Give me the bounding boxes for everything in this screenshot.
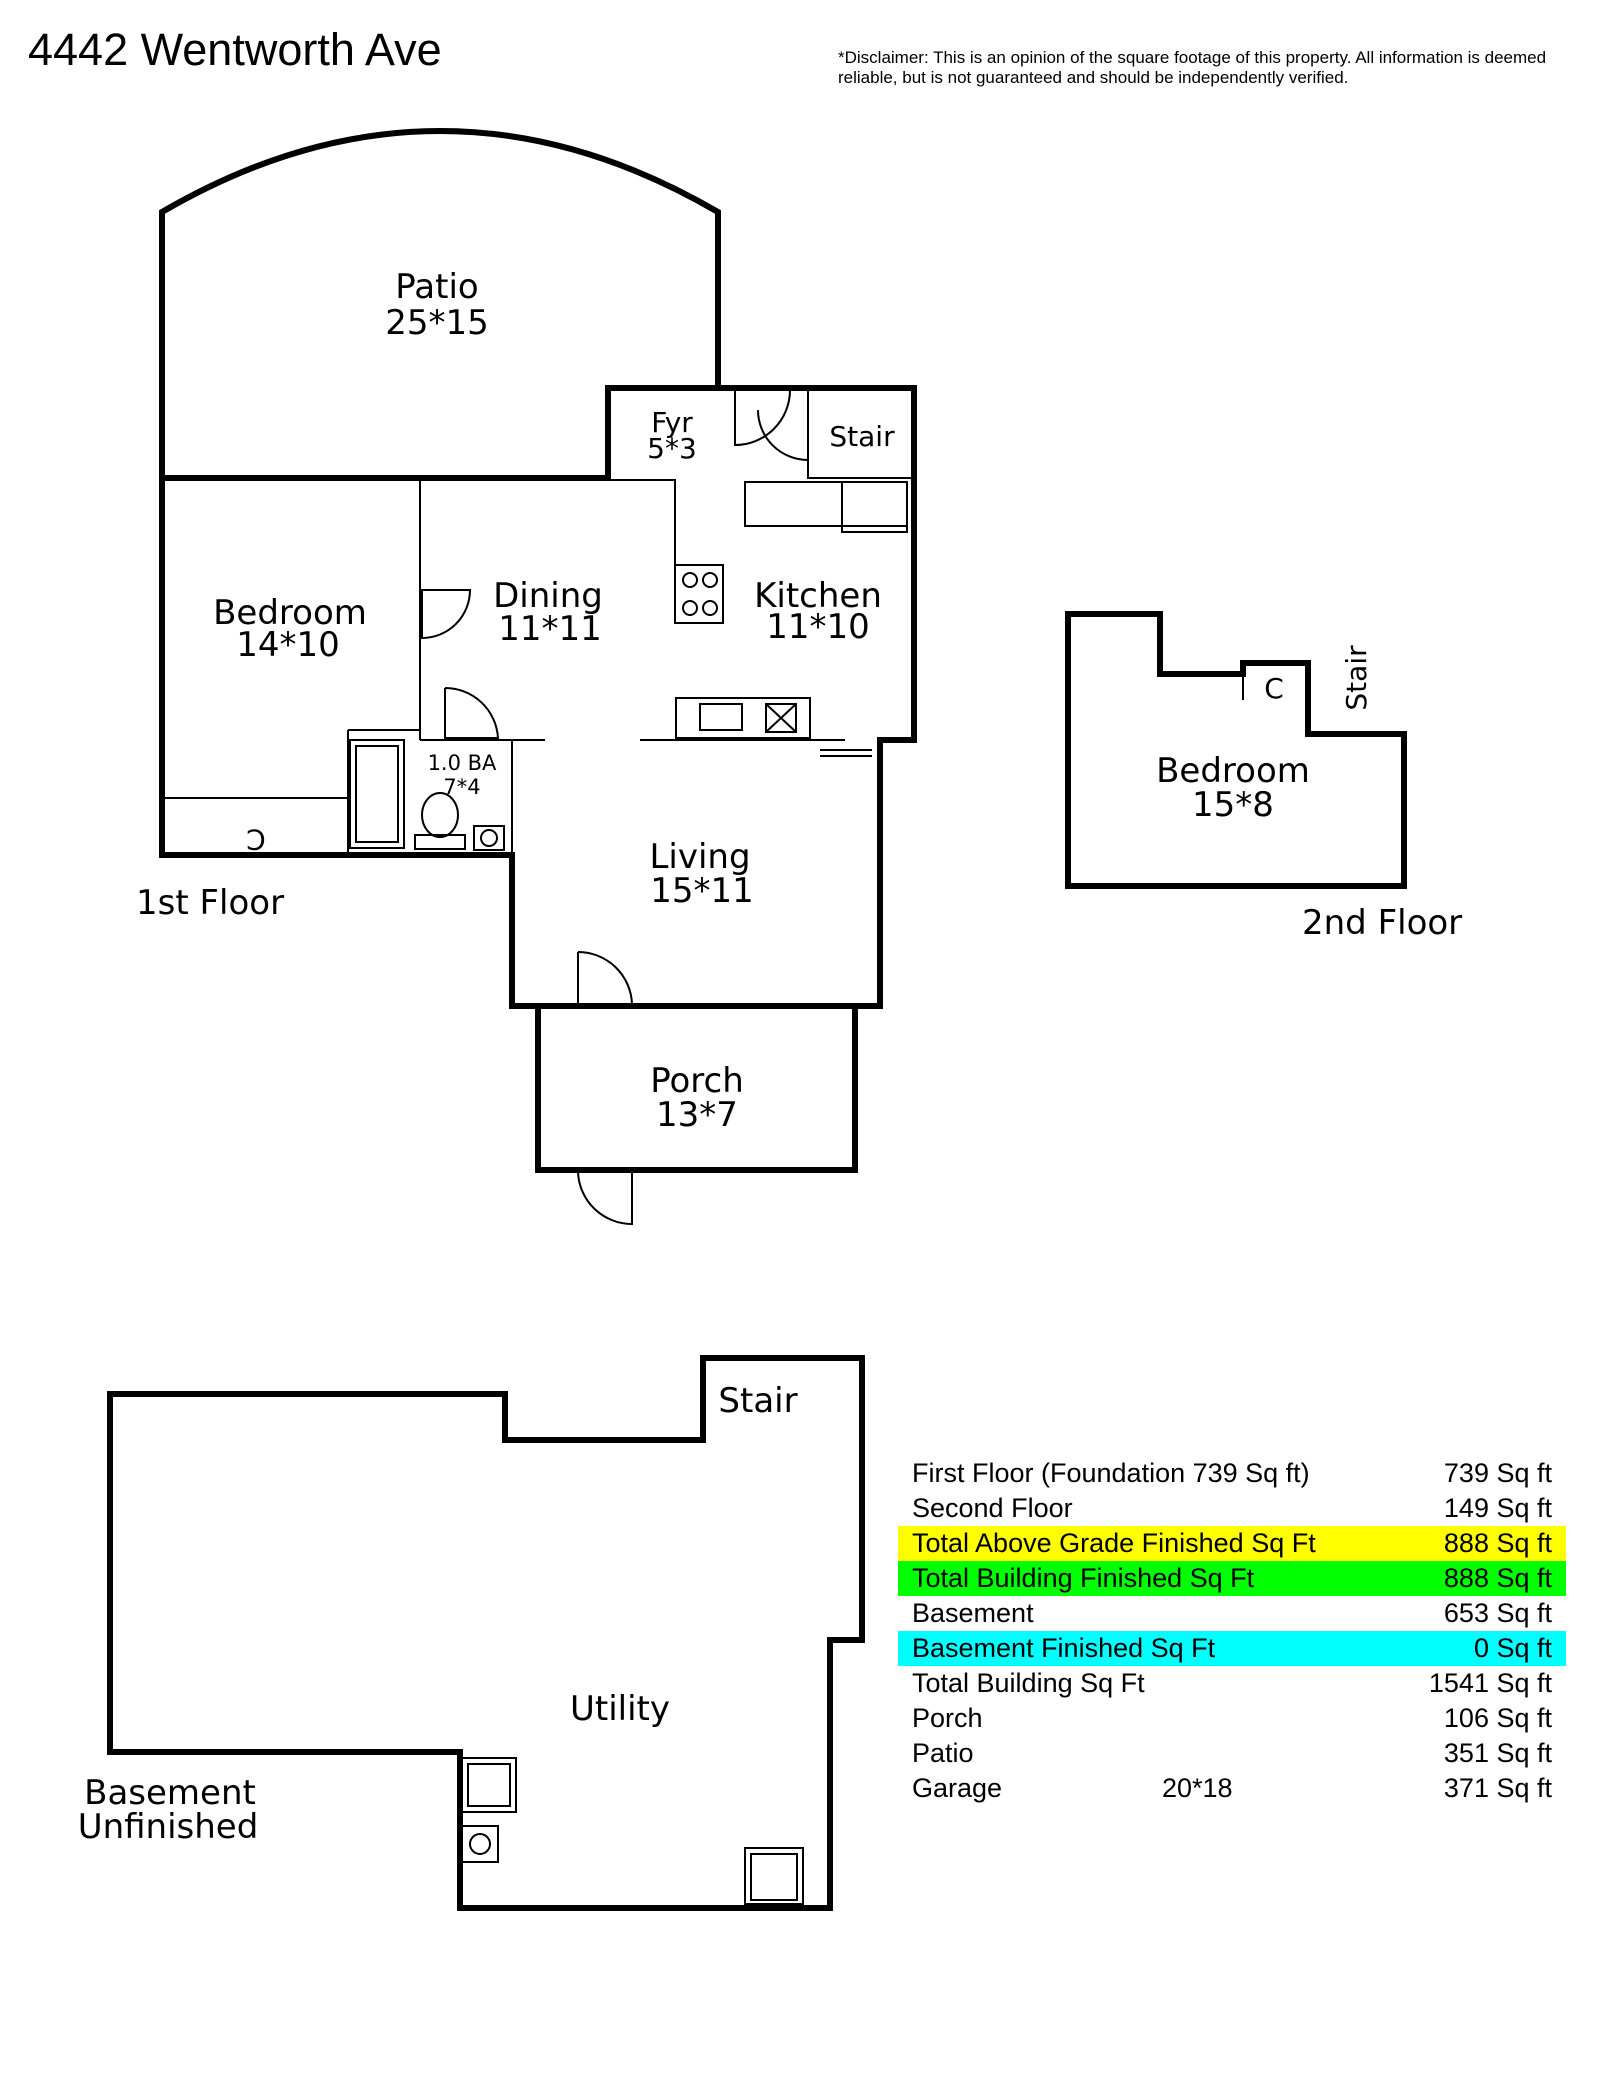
dining-label: Dining xyxy=(493,576,603,616)
sqft-row-total-building-finished: Total Building Finished Sq Ft 888 Sq ft xyxy=(898,1561,1566,1596)
bath-dims: 7*4 xyxy=(443,775,480,799)
foyer-label: Fyr xyxy=(651,406,693,439)
front-door xyxy=(577,951,634,1005)
sqft-row-patio: Patio 351 Sq ft xyxy=(898,1736,1566,1771)
basement-outer-wall xyxy=(107,1355,865,1911)
sqft-row-label: Porch xyxy=(912,1703,983,1733)
sqft-row-value: 888 Sq ft xyxy=(1443,1563,1552,1593)
dishwasher xyxy=(765,703,797,733)
sqft-row-garage: Garage 20*18 371 Sq ft xyxy=(898,1771,1566,1806)
sqft-row-value: 0 Sq ft xyxy=(1473,1633,1552,1663)
kitchen-counter xyxy=(744,481,908,527)
sqft-row-basement-finished: Basement Finished Sq Ft 0 Sq ft xyxy=(898,1631,1566,1666)
sqft-row-dims: 20*18 xyxy=(1162,1773,1233,1803)
sqft-row-label: Second Floor xyxy=(912,1493,1073,1523)
property-address-title: 4442 Wentworth Ave xyxy=(28,24,442,75)
bath-label: 1.0 BA xyxy=(428,751,497,775)
square-footage-table: First Floor (Foundation 739 Sq ft) 739 S… xyxy=(898,1456,1566,1806)
kitchen-dims: 11*10 xyxy=(766,607,870,647)
sqft-row-label: Garage xyxy=(912,1773,1003,1803)
bath-door xyxy=(444,686,500,739)
sqft-row-basement: Basement 653 Sq ft xyxy=(898,1596,1566,1631)
foyer-wall xyxy=(608,479,676,600)
utility-label: Utility xyxy=(570,1689,670,1729)
bath-sink xyxy=(473,825,505,851)
sqft-row-value: 888 Sq ft xyxy=(1443,1528,1552,1558)
patio-label: Patio xyxy=(395,267,478,307)
second-floor-bedroom-label: Bedroom xyxy=(1156,751,1310,791)
patio-outline xyxy=(159,128,721,478)
basement-label-line2: Unfinished xyxy=(78,1807,259,1847)
sqft-row-label: Total Building Finished Sq Ft xyxy=(912,1563,1255,1593)
patio-dims: 25*15 xyxy=(385,303,489,343)
sqft-row-label: Basement Finished Sq Ft xyxy=(912,1633,1216,1663)
second-floor-outer-wall xyxy=(1065,611,1407,889)
kitchen-sink xyxy=(699,703,743,731)
second-floor-plan: C Stair Bedroom 15*8 2nd Floor xyxy=(1065,611,1462,943)
second-floor-stair-label: Stair xyxy=(1340,645,1373,711)
second-floor-bedroom-dims: 15*8 xyxy=(1192,785,1274,825)
sqft-row-label: Total Above Grade Finished Sq Ft xyxy=(912,1528,1316,1558)
first-floor-bedroom-label: Bedroom xyxy=(213,593,367,633)
kitchen-island xyxy=(675,697,811,739)
sqft-row-second-floor: Second Floor 149 Sq ft xyxy=(898,1491,1566,1526)
first-floor-plan: Patio 25*15 Fyr 5*3 Stair Bedroom 14*10 … xyxy=(136,128,917,1226)
range-stove xyxy=(674,564,724,624)
sqft-row-value: 149 Sq ft xyxy=(1443,1493,1552,1523)
first-floor-label: 1st Floor xyxy=(136,883,284,923)
first-floor-closet-label: C xyxy=(246,823,266,856)
sqft-row-value: 351 Sq ft xyxy=(1443,1738,1552,1768)
porch-label: Porch xyxy=(650,1061,744,1101)
second-floor-closet-label: C xyxy=(1264,672,1284,705)
first-floor-outer-wall xyxy=(159,385,917,1009)
disclaimer-text: *Disclaimer: This is an opinion of the s… xyxy=(838,48,1547,87)
living-label: Living xyxy=(649,837,750,877)
bath-wall xyxy=(347,729,513,855)
sqft-row-value: 371 Sq ft xyxy=(1443,1773,1552,1803)
basement-stair-label: Stair xyxy=(718,1381,797,1421)
first-floor-stair-label: Stair xyxy=(829,420,895,453)
basement-plan: Stair Utility Basement Unfinished xyxy=(78,1355,865,1911)
water-heater xyxy=(461,1757,517,1813)
sqft-row-porch: Porch 106 Sq ft xyxy=(898,1701,1566,1736)
foyer-inner-door xyxy=(757,409,809,462)
foyer-dims: 5*3 xyxy=(647,432,697,465)
refrigerator xyxy=(841,481,908,533)
porch-door xyxy=(576,1171,633,1226)
kitchen-label: Kitchen xyxy=(754,576,882,616)
sqft-row-value: 653 Sq ft xyxy=(1443,1598,1552,1628)
sqft-row-value: 739 Sq ft xyxy=(1443,1458,1552,1488)
bathtub xyxy=(349,739,405,849)
sqft-row-total-building: Total Building Sq Ft 1541 Sq ft xyxy=(898,1666,1566,1701)
dining-dims: 11*11 xyxy=(498,609,602,649)
sqft-row-label: First Floor (Foundation 739 Sq ft) xyxy=(912,1458,1310,1488)
bedroom-door xyxy=(421,589,472,640)
sqft-row-value: 1541 Sq ft xyxy=(1428,1668,1552,1698)
sqft-row-value: 106 Sq ft xyxy=(1443,1703,1552,1733)
sqft-row-total-above-grade: Total Above Grade Finished Sq Ft 888 Sq … xyxy=(898,1526,1566,1561)
foyer-door xyxy=(734,389,791,447)
porch-outline xyxy=(535,1008,858,1173)
porch-dims: 13*7 xyxy=(656,1095,738,1135)
basement-label-line1: Basement xyxy=(84,1773,256,1813)
sqft-row-first-floor: First Floor (Foundation 739 Sq ft) 739 S… xyxy=(898,1456,1566,1491)
sqft-row-label: Total Building Sq Ft xyxy=(912,1668,1145,1698)
sqft-row-label: Patio xyxy=(912,1738,974,1768)
first-floor-bedroom-dims: 14*10 xyxy=(236,625,340,665)
living-dims: 15*11 xyxy=(650,871,754,911)
furnace xyxy=(744,1847,804,1905)
sqft-row-label: Basement xyxy=(912,1598,1034,1628)
second-floor-label: 2nd Floor xyxy=(1302,903,1462,943)
utility-sink xyxy=(461,1825,499,1863)
toilet xyxy=(421,792,459,838)
